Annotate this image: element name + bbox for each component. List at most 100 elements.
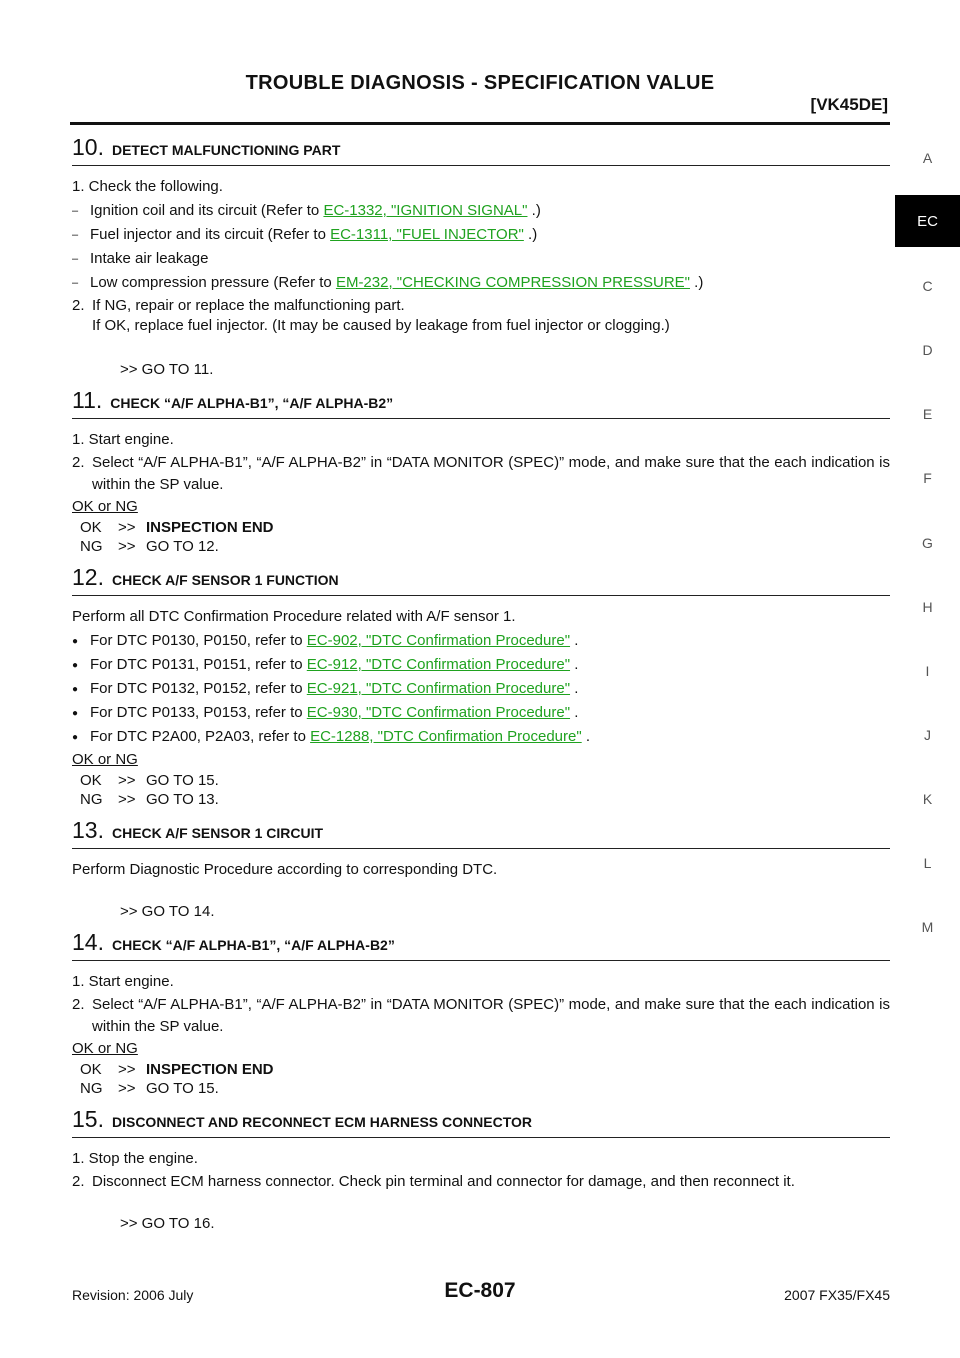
section-index-ec-active[interactable]: EC <box>895 195 960 247</box>
text: Disconnect ECM harness connector. Check … <box>92 1173 795 1190</box>
step-number: 11. <box>72 387 103 413</box>
result-action: GO TO 15. <box>146 772 219 789</box>
link-ec-912[interactable]: EC-912, "DTC Confirmation Procedure" <box>306 656 571 673</box>
footer-revision: Revision: 2006 July <box>72 1287 194 1303</box>
step-12: 12. CHECK A/F SENSOR 1 FUNCTION Perform … <box>72 564 890 809</box>
ok-or-ng-label: OK or NG <box>72 751 138 768</box>
link-compression-pressure[interactable]: EM-232, "CHECKING COMPRESSION PRESSURE" <box>335 274 690 291</box>
section-index-a[interactable]: A <box>922 150 933 166</box>
bullet-marker: ● <box>72 684 79 695</box>
text: For DTC P0131, P0151, refer to <box>90 656 307 673</box>
instruction: 2. Select “A/F ALPHA-B1”, “A/F ALPHA-B2”… <box>72 994 890 1038</box>
step-header: 11. CHECK “A/F ALPHA-B1”, “A/F ALPHA-B2” <box>72 387 890 419</box>
result-arrow: >> <box>118 791 136 808</box>
result-action: GO TO 12. <box>146 538 219 555</box>
text: .) <box>523 226 538 243</box>
instruction: 1. Stop the engine. <box>72 1150 198 1167</box>
dash-marker: – <box>72 229 79 241</box>
step-header: 13. CHECK A/F SENSOR 1 CIRCUIT <box>72 817 890 849</box>
instruction: 2. Disconnect ECM harness connector. Che… <box>72 1171 890 1193</box>
text: For DTC P0133, P0153, refer to <box>90 704 307 721</box>
instruction: Perform Diagnostic Procedure according t… <box>72 861 498 878</box>
step-title: CHECK “A/F ALPHA-B1”, “A/F ALPHA-B2” <box>110 395 394 411</box>
goto-instruction: >> GO TO 11. <box>120 361 214 378</box>
section-index-l[interactable]: L <box>923 855 932 871</box>
link-fuel-injector[interactable]: EC-1311, "FUEL INJECTOR" <box>330 226 524 243</box>
text: Intake air leakage <box>90 250 209 267</box>
step-title: CHECK “A/F ALPHA-B1”, “A/F ALPHA-B2” <box>111 937 395 953</box>
text: .) <box>527 202 541 219</box>
section-index-m[interactable]: M <box>921 919 934 935</box>
result-key: NG <box>80 791 103 808</box>
step-header: 15. DISCONNECT AND RECONNECT ECM HARNESS… <box>72 1106 890 1138</box>
bullet-marker: ● <box>72 660 79 671</box>
step-title: DISCONNECT AND RECONNECT ECM HARNESS CON… <box>111 1114 533 1130</box>
bullet-marker: ● <box>72 636 79 647</box>
result-action: INSPECTION END <box>146 519 274 536</box>
section-index-c[interactable]: C <box>922 278 933 294</box>
instruction: 1. Check the following. <box>72 178 223 195</box>
section-index-j[interactable]: J <box>924 727 931 743</box>
step-title: CHECK A/F SENSOR 1 CIRCUIT <box>111 825 324 841</box>
step-header: 14. CHECK “A/F ALPHA-B1”, “A/F ALPHA-B2” <box>72 929 890 961</box>
link-ec-902[interactable]: EC-902, "DTC Confirmation Procedure" <box>306 632 571 649</box>
section-index-d[interactable]: D <box>922 342 933 358</box>
dtc-item: ● For DTC P0130, P0150, refer to EC-902,… <box>72 629 890 653</box>
instruction: 2. Select “A/F ALPHA-B1”, “A/F ALPHA-B2”… <box>72 452 890 496</box>
step-title: DETECT MALFUNCTIONING PART <box>111 142 341 158</box>
result-ng: NG >> GO TO 12. <box>72 537 890 556</box>
footer-model: 2007 FX35/FX45 <box>784 1287 890 1303</box>
dtc-item: ● For DTC P2A00, P2A03, refer to EC-1288… <box>72 725 890 749</box>
result-action: GO TO 15. <box>146 1080 219 1097</box>
instruction-number: 2. <box>72 996 85 1013</box>
result-action: GO TO 13. <box>146 791 219 808</box>
text: Low compression pressure (Refer to <box>90 274 336 291</box>
text: For DTC P0132, P0152, refer to <box>90 680 307 697</box>
section-index-e[interactable]: E <box>922 406 933 422</box>
instruction-number: 2. <box>72 1173 85 1190</box>
link-ignition-signal[interactable]: EC-1332, "IGNITION SIGNAL" <box>323 202 528 219</box>
link-ec-921[interactable]: EC-921, "DTC Confirmation Procedure" <box>306 680 571 697</box>
page-title: TROUBLE DIAGNOSIS - SPECIFICATION VALUE <box>245 72 715 94</box>
text: . <box>570 632 579 649</box>
page-number: EC-807 <box>444 1279 516 1302</box>
step-header: 12. CHECK A/F SENSOR 1 FUNCTION <box>72 564 890 596</box>
link-ec-930[interactable]: EC-930, "DTC Confirmation Procedure" <box>306 704 571 721</box>
text: Fuel injector and its circuit (Refer to <box>90 226 331 243</box>
text: . <box>570 656 579 673</box>
step-number: 13. <box>72 817 104 843</box>
bullet-marker: ● <box>72 732 79 743</box>
dash-marker: – <box>72 205 79 217</box>
check-item: – Fuel injector and its circuit (Refer t… <box>72 223 890 247</box>
text: . <box>581 728 591 745</box>
step-11: 11. CHECK “A/F ALPHA-B1”, “A/F ALPHA-B2”… <box>72 387 890 556</box>
section-index-f[interactable]: F <box>923 470 932 486</box>
section-index-g[interactable]: G <box>922 535 933 551</box>
step-13: 13. CHECK A/F SENSOR 1 CIRCUIT Perform D… <box>72 817 890 923</box>
section-index-sidebar: A EC C D E F G H I J K L M <box>895 0 960 1358</box>
check-item: – Low compression pressure (Refer to EM-… <box>72 271 890 295</box>
step-10: 10. DETECT MALFUNCTIONING PART 1. Check … <box>72 134 890 381</box>
instruction: If OK, replace fuel injector. (It may be… <box>72 315 890 337</box>
instruction-number: 2. <box>72 297 85 314</box>
bullet-marker: ● <box>72 708 79 719</box>
step-15: 15. DISCONNECT AND RECONNECT ECM HARNESS… <box>72 1106 890 1235</box>
procedure-content: 10. DETECT MALFUNCTIONING PART 1. Check … <box>72 128 890 1241</box>
check-item: – Ignition coil and its circuit (Refer t… <box>72 199 890 223</box>
link-ec-1288[interactable]: EC-1288, "DTC Confirmation Procedure" <box>310 728 582 745</box>
goto-instruction: >> GO TO 14. <box>120 903 215 920</box>
step-number: 14. <box>72 929 104 955</box>
section-index-i[interactable]: I <box>925 663 930 679</box>
result-arrow: >> <box>118 1080 136 1097</box>
section-index-h[interactable]: H <box>922 599 933 615</box>
instruction: Perform all DTC Confirmation Procedure r… <box>72 608 516 625</box>
text: Select “A/F ALPHA-B1”, “A/F ALPHA-B2” in… <box>92 996 890 1035</box>
step-number: 10. <box>72 134 104 160</box>
section-index-k[interactable]: K <box>922 791 933 807</box>
step-title: CHECK A/F SENSOR 1 FUNCTION <box>111 572 339 588</box>
step-number: 15. <box>72 1106 104 1132</box>
text: For DTC P2A00, P2A03, refer to <box>90 728 311 745</box>
result-arrow: >> <box>118 1061 136 1078</box>
step-number: 12. <box>72 564 104 590</box>
result-key: NG <box>80 1080 103 1097</box>
